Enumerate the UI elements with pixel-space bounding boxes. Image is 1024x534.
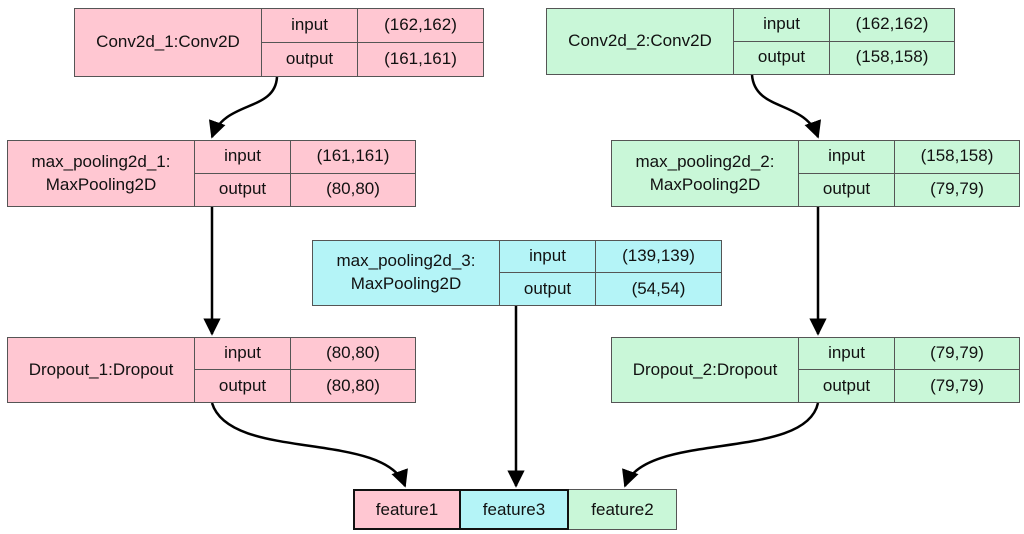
output-value: (158,158): [855, 47, 929, 67]
output-label: output: [500, 273, 596, 305]
input-value: (79,79): [895, 338, 1019, 370]
max-pooling2d-2-node: max_pooling2d_2: MaxPooling2D input (158…: [611, 140, 1020, 207]
max-pooling2d-1-node: max_pooling2d_1: MaxPooling2D input (161…: [7, 140, 416, 207]
node-name-line2: MaxPooling2D: [350, 274, 462, 293]
input-label: input: [799, 338, 895, 370]
output-value: (54,54): [631, 278, 686, 298]
input-label: input: [734, 9, 830, 42]
node-name: max_pooling2d_3: MaxPooling2D: [313, 241, 500, 305]
output-label: output: [734, 41, 830, 74]
node-name-line1: max_pooling2d_2:: [635, 151, 775, 171]
node-name: Dropout_1:Dropout: [8, 338, 195, 402]
arrow-conv2-to-pool2: [750, 74, 822, 139]
output-value: (80,80): [326, 179, 380, 199]
input-value: (158,158): [895, 141, 1019, 174]
feature1-box: feature1: [353, 489, 461, 530]
node-name: max_pooling2d_2: MaxPooling2D: [612, 141, 799, 206]
node-name-line1: max_pooling2d_1:: [31, 151, 171, 171]
input-value: (161,161): [291, 141, 415, 174]
input-value: (162,162): [358, 9, 483, 43]
dropout-1-node: Dropout_1:Dropout input (80,80) output (…: [7, 337, 416, 403]
input-label: input: [262, 9, 358, 43]
input-value: (162,162): [830, 9, 954, 42]
arrow-drop1-to-feature1: [210, 402, 408, 488]
max-pooling2d-3-node: max_pooling2d_3: MaxPooling2D input (139…: [312, 240, 722, 306]
arrow-conv1-to-pool1: [208, 76, 279, 139]
node-name: Conv2d_1:Conv2D: [75, 9, 262, 76]
node-name: Conv2d_2:Conv2D: [547, 9, 734, 74]
conv2d-2-node: Conv2d_2:Conv2D input (162,162) output (…: [546, 8, 955, 75]
node-name-line1: max_pooling2d_3:: [336, 251, 476, 271]
output-label: output: [799, 370, 895, 402]
conv2d-1-node: Conv2d_1:Conv2D input (162,162) output (…: [74, 8, 484, 77]
input-label: input: [799, 141, 895, 174]
node-name-line2: MaxPooling2D: [45, 174, 157, 194]
input-label: input: [500, 241, 596, 273]
node-name-line2: MaxPooling2D: [649, 174, 761, 194]
output-label: output: [195, 173, 291, 206]
output-value: (79,79): [930, 179, 984, 199]
input-value: (139,139): [596, 241, 721, 273]
arrow-drop2-to-feature2: [622, 402, 820, 488]
feature3-box: feature3: [461, 489, 569, 530]
output-value: (79,79): [930, 375, 984, 395]
output-value: (161,161): [384, 48, 457, 68]
output-label: output: [262, 42, 358, 76]
dropout-2-node: Dropout_2:Dropout input (79,79) output (…: [611, 337, 1020, 403]
input-label: input: [195, 338, 291, 370]
output-label: output: [195, 370, 291, 402]
node-name: Dropout_2:Dropout: [612, 338, 799, 402]
output-value: (80,80): [326, 375, 380, 395]
output-label: output: [799, 173, 895, 206]
feature2-box: feature2: [569, 489, 677, 530]
input-label: input: [195, 141, 291, 174]
input-value: (80,80): [291, 338, 415, 370]
node-name: max_pooling2d_1: MaxPooling2D: [8, 141, 195, 206]
